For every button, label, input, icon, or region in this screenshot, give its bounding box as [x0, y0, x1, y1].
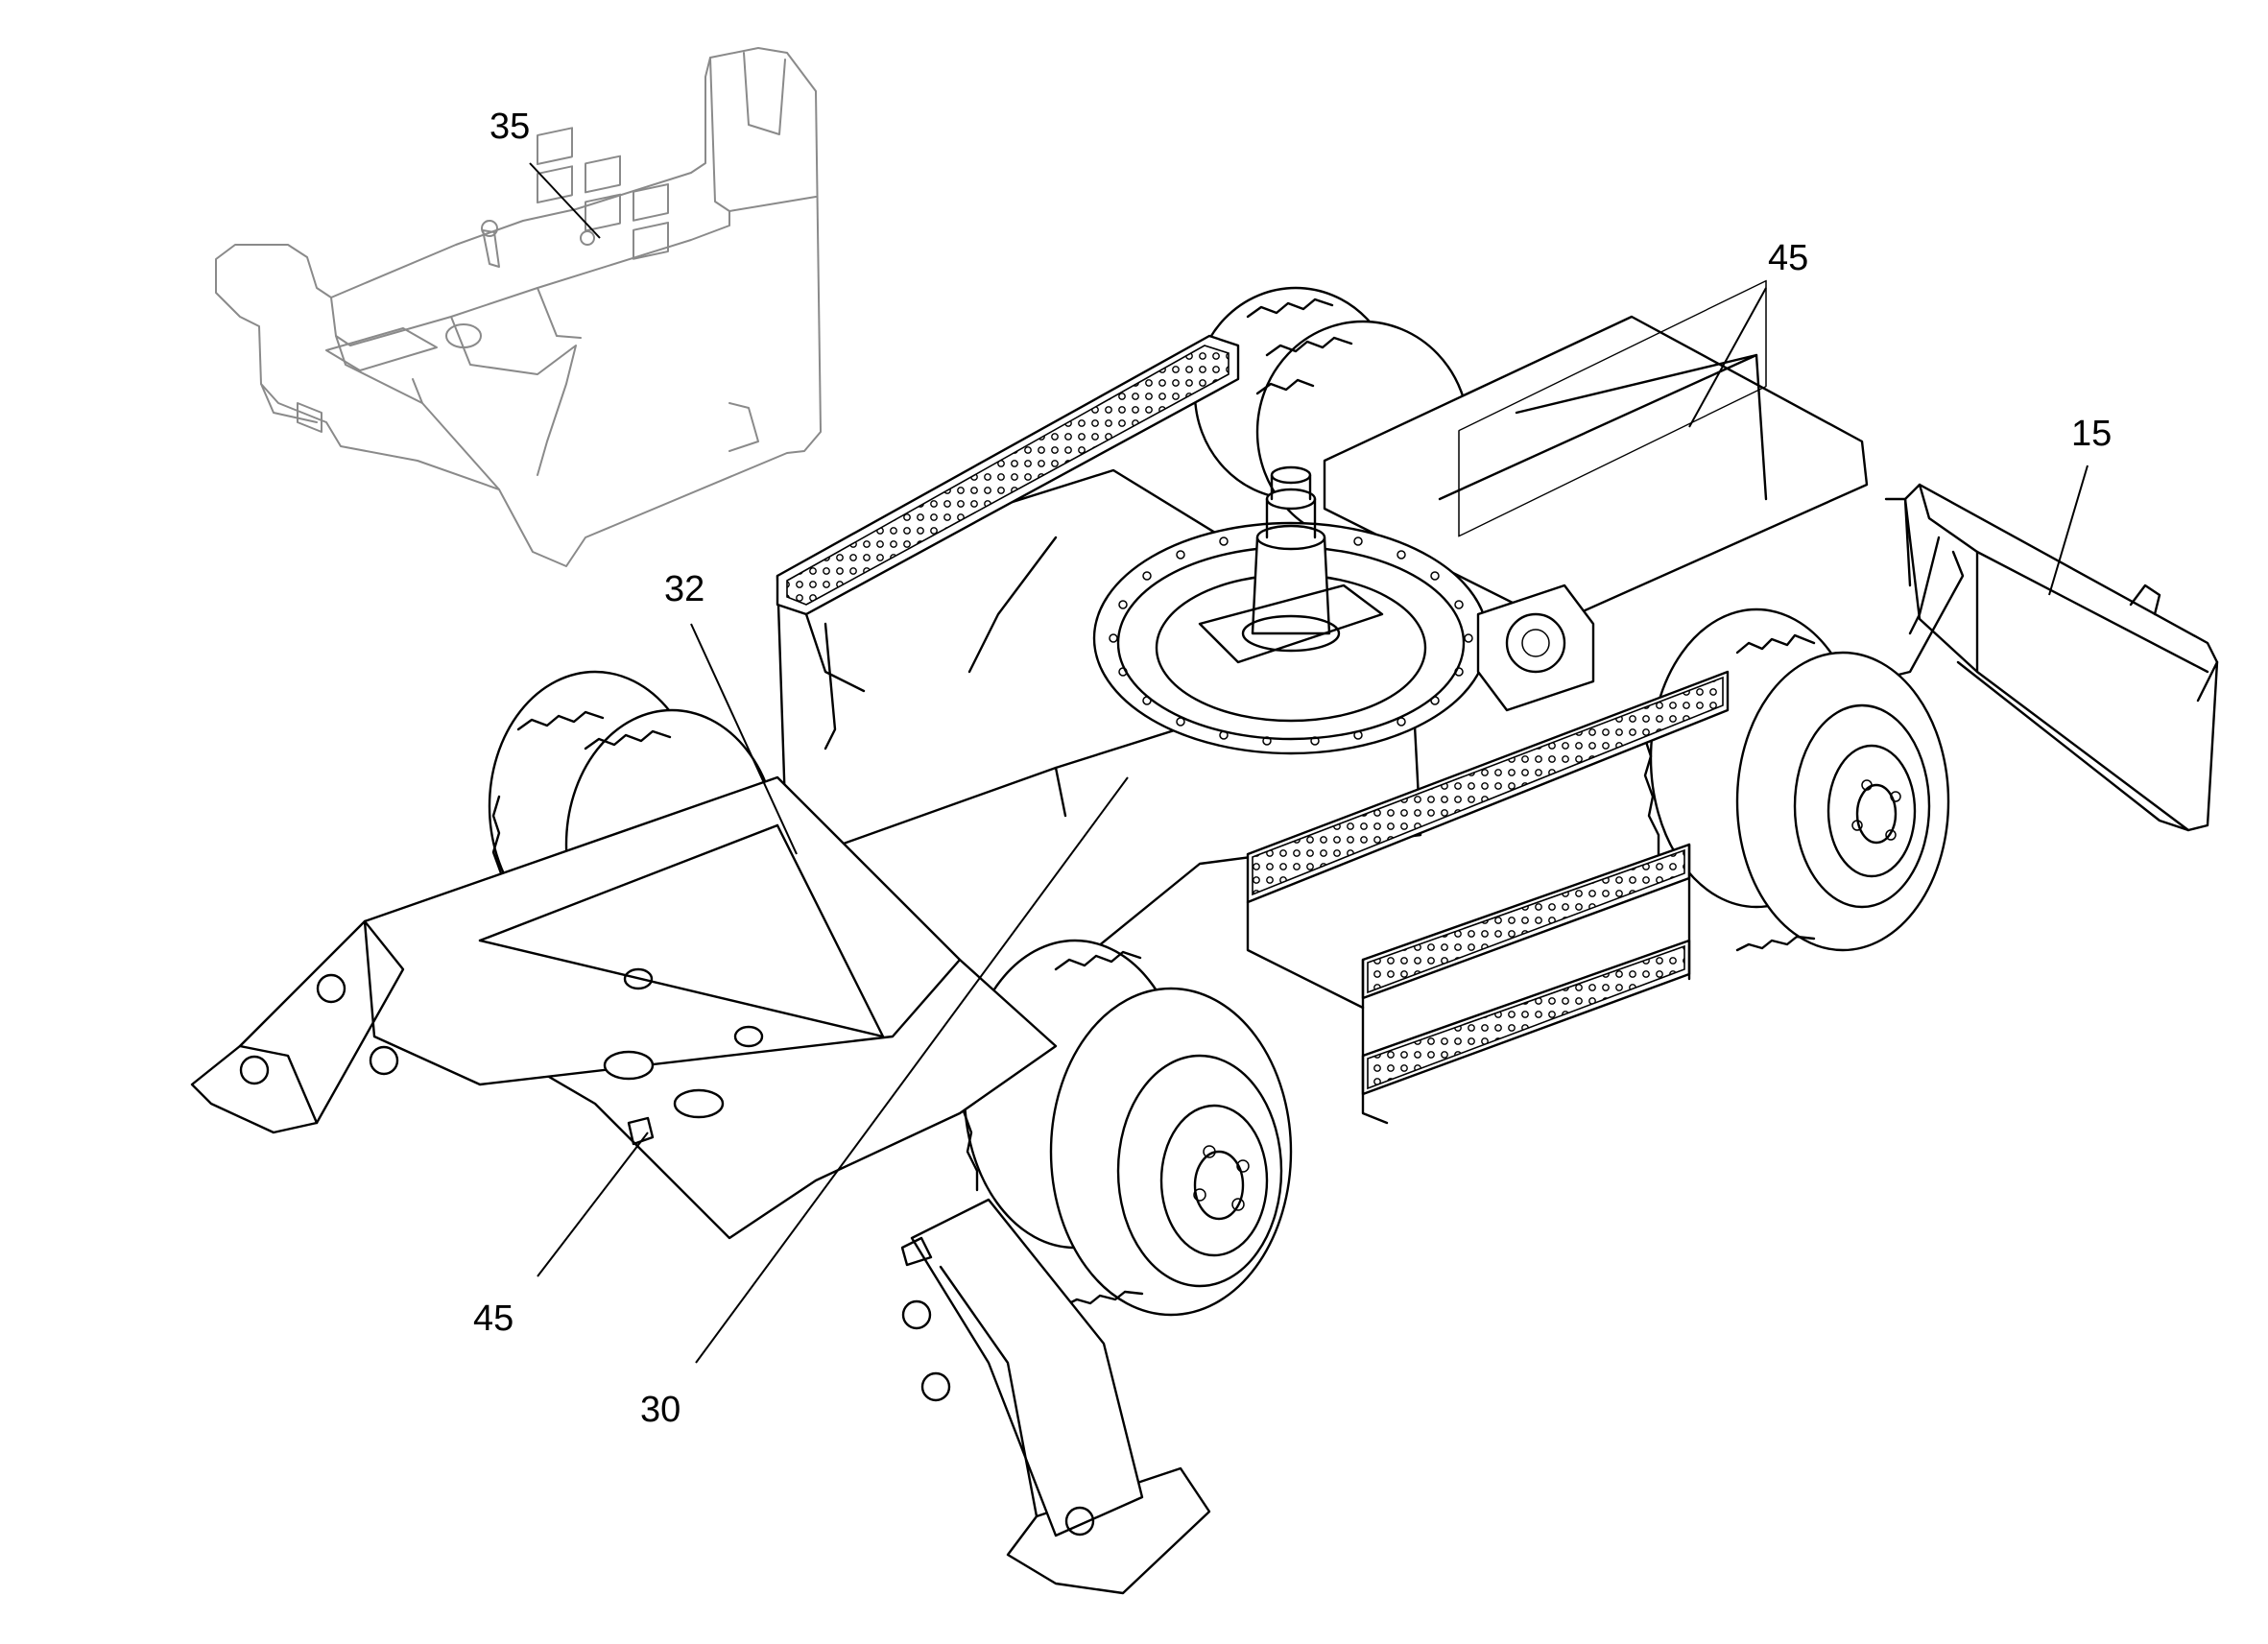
leader-45-top: [1688, 287, 1767, 428]
dozer-blade: [1884, 483, 2219, 832]
leader-35: [529, 162, 601, 239]
outrigger-frame: [190, 775, 1211, 1595]
operator-cab-ghost: [215, 47, 822, 567]
callout-30: 30: [640, 1390, 681, 1430]
leader-45-bottom: [537, 1132, 649, 1277]
leader-32: [690, 623, 798, 855]
leader-15: [2048, 465, 2089, 596]
leader-lines: [529, 162, 2089, 1364]
leader-30: [695, 776, 1129, 1364]
callout-15: 15: [2071, 414, 2113, 454]
rear-right-wheels: [1643, 608, 1950, 952]
callout-45-bottom: 45: [473, 1299, 514, 1339]
callout-32: 32: [664, 569, 705, 609]
front-right-wheels: [962, 939, 1293, 1317]
slew-ring: [1092, 465, 1595, 755]
callout-45-top: 45: [1768, 238, 1809, 278]
callout-35: 35: [489, 107, 531, 147]
